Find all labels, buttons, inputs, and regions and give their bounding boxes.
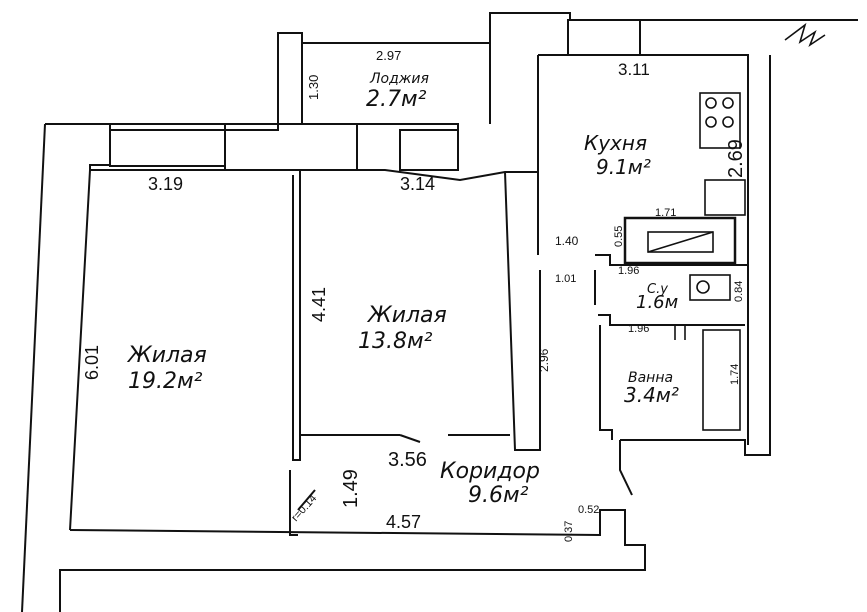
dim-loggia-width: 2.97	[376, 48, 401, 63]
room-area-kitchen: 9.1м²	[596, 155, 651, 179]
room-name-living-small: Жилая	[366, 303, 447, 328]
dim-niche-depth: 0.37	[563, 521, 575, 542]
room-name-loggia: Лоджия	[369, 71, 429, 87]
dim-bath-width: 1.96	[628, 323, 649, 335]
room-area-corridor: 9.6м²	[468, 483, 529, 508]
room-area-wc: 1.6м	[636, 292, 678, 313]
dim-room2-right: 2.96	[537, 348, 551, 372]
dim-corridor-depth: 1.49	[340, 469, 362, 508]
room-name-corridor: Коридор	[440, 459, 540, 484]
dim-room1-height: 6.01	[82, 345, 102, 380]
dim-bottom: 4.57	[386, 512, 421, 532]
dim-radius: r=0.14	[289, 493, 319, 524]
room-area-living-large: 19.2м²	[128, 369, 203, 394]
dim-wc-width: 1.96	[618, 265, 639, 277]
dim-niche-width: 0.52	[578, 504, 599, 516]
dim-bath-depth: 1.74	[729, 364, 741, 385]
dim-shaft-width: 1.71	[655, 207, 676, 219]
dim-wc-depth: 0.84	[733, 281, 745, 302]
room-name-kitchen: Кухня	[584, 131, 647, 155]
walls	[21, 12, 858, 612]
fixtures	[623, 22, 826, 431]
dim-kitchen-width: 3.11	[618, 60, 650, 79]
dim-kitchen-door: 1.40	[555, 234, 579, 248]
room-name-wc: С.у	[647, 282, 668, 297]
dim-corridor-width: 3.56	[388, 449, 427, 471]
room-area-loggia: 2.7м²	[366, 87, 427, 112]
dim-shaft-depth: 0.55	[613, 226, 625, 247]
dim-kitchen-depth: 2.69	[725, 139, 747, 178]
dim-loggia-depth: 1.30	[306, 75, 321, 100]
dim-wall-101: 1.01	[555, 273, 576, 285]
room-area-living-small: 13.8м²	[358, 329, 433, 354]
room-name-bath: Ванна	[628, 370, 673, 386]
room-name-living-large: Жилая	[126, 343, 207, 368]
room-area-bath: 3.4м²	[624, 383, 679, 407]
dim-room1-top: 3.19	[148, 174, 183, 194]
dim-room2-top: 3.14	[400, 174, 435, 194]
dim-room2-height: 4.41	[309, 287, 329, 322]
